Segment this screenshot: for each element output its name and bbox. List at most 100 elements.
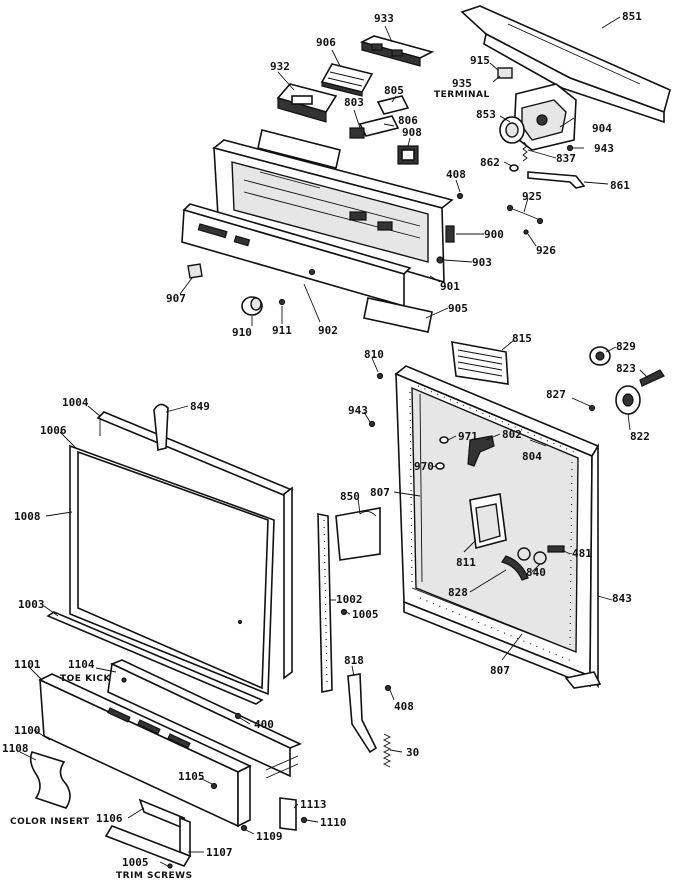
part-903 <box>436 256 444 264</box>
label-1110: 1110 <box>320 816 347 829</box>
part-908-switch <box>397 145 419 165</box>
part-1101-kick-panel <box>38 673 299 828</box>
label-trim-screws: TRIM SCREWS <box>116 871 193 881</box>
label-902: 902 <box>318 324 338 337</box>
label-30: 30 <box>406 746 419 759</box>
part-810-screw <box>376 372 384 380</box>
part-861-lever <box>527 171 586 189</box>
part-850-bracket <box>335 507 381 561</box>
label-1005-trim: 1005 <box>122 856 149 869</box>
label-933: 933 <box>374 12 394 25</box>
label-971: 971 <box>458 430 478 443</box>
part-802-latch <box>467 435 495 467</box>
part-828-rinse <box>501 555 529 581</box>
part-1108-color-insert <box>29 751 71 809</box>
part-1006-1008-door-panel <box>69 444 275 696</box>
label-1108: 1108 <box>2 742 29 755</box>
label-901: 901 <box>440 280 460 293</box>
label-904: 904 <box>592 122 612 135</box>
label-861: 861 <box>610 179 630 192</box>
part-840 <box>533 551 547 565</box>
label-802: 802 <box>502 428 522 441</box>
label-829: 829 <box>616 340 636 353</box>
label-849: 849 <box>190 400 210 413</box>
label-827: 827 <box>546 388 566 401</box>
label-toe-kick: TOE KICK <box>60 674 111 684</box>
part-1113-bracket <box>279 797 297 831</box>
part-818-bracket <box>347 673 378 754</box>
label-932: 932 <box>270 60 290 73</box>
part-1110-screw <box>300 816 308 824</box>
label-1005: 1005 <box>352 608 379 621</box>
label-911: 911 <box>272 324 292 337</box>
part-902-front-panel <box>181 203 412 308</box>
part-481 <box>547 545 565 553</box>
part-408-screw <box>384 684 392 692</box>
label-837: 837 <box>556 152 576 165</box>
label-1104: 1104 <box>68 658 95 671</box>
part-849-bracket <box>153 403 169 452</box>
label-1008: 1008 <box>14 510 41 523</box>
label-481: 481 <box>572 547 592 560</box>
part-901-console-frame <box>212 129 454 284</box>
part-805-806-plates <box>349 95 410 139</box>
leader-lines <box>19 16 649 867</box>
part-911-screw <box>278 298 286 306</box>
label-906: 906 <box>316 36 336 49</box>
part-labels: 933 851 906 915 935 TERMINAL 932 805 803… <box>2 10 650 881</box>
label-1107: 1107 <box>206 846 233 859</box>
label-843: 843 <box>612 592 632 605</box>
label-408-top: 408 <box>446 168 466 181</box>
label-400: 400 <box>254 718 274 731</box>
part-408-screw-top <box>456 192 464 200</box>
label-1109: 1109 <box>256 830 283 843</box>
label-1003: 1003 <box>18 598 45 611</box>
label-804: 804 <box>522 450 542 463</box>
label-1002: 1002 <box>336 593 363 606</box>
label-1105: 1105 <box>178 770 205 783</box>
label-805: 805 <box>384 84 404 97</box>
part-1109-screw <box>240 824 248 832</box>
part-904-timer <box>513 83 577 151</box>
part-943-screw-top <box>566 144 574 152</box>
part-910-knob <box>241 296 263 316</box>
part-1002-rail <box>317 513 333 693</box>
label-850: 850 <box>340 490 360 503</box>
label-943: 943 <box>348 404 368 417</box>
label-925: 925 <box>522 190 542 203</box>
part-815-vent <box>451 341 509 385</box>
part-829-knob <box>589 346 611 366</box>
part-823-handle <box>639 369 665 387</box>
label-terminal: TERMINAL <box>434 90 490 100</box>
label-1006: 1006 <box>40 424 67 437</box>
label-915: 915 <box>470 54 490 67</box>
label-807-top: 807 <box>370 486 390 499</box>
part-1003-strip <box>46 611 264 705</box>
part-851-vent <box>460 5 671 124</box>
label-926: 926 <box>536 244 556 257</box>
part-932-bracket <box>276 83 338 123</box>
label-823: 823 <box>616 362 636 375</box>
label-910: 910 <box>232 326 252 339</box>
label-color-insert: COLOR INSERT <box>10 817 90 827</box>
label-803: 803 <box>344 96 364 109</box>
label-903: 903 <box>472 256 492 269</box>
label-943-top: 943 <box>594 142 614 155</box>
part-1106-1107-trim <box>104 798 192 867</box>
part-1104-toe-kick <box>107 659 303 778</box>
part-933-bracket <box>359 35 435 67</box>
label-828: 828 <box>448 586 468 599</box>
part-30-spring <box>382 733 392 768</box>
label-862: 862 <box>480 156 500 169</box>
part-926 <box>523 229 529 235</box>
label-908: 908 <box>402 126 422 139</box>
part-906-switch <box>320 63 374 97</box>
part-1004-door-frame <box>96 411 294 680</box>
label-806: 806 <box>398 114 418 127</box>
label-907: 907 <box>166 292 186 305</box>
part-811-dispenser <box>469 493 507 550</box>
label-1100: 1100 <box>14 724 41 737</box>
part-1005-screw <box>340 608 348 616</box>
part-907-knob <box>187 263 203 279</box>
part-905-panel <box>363 297 433 333</box>
